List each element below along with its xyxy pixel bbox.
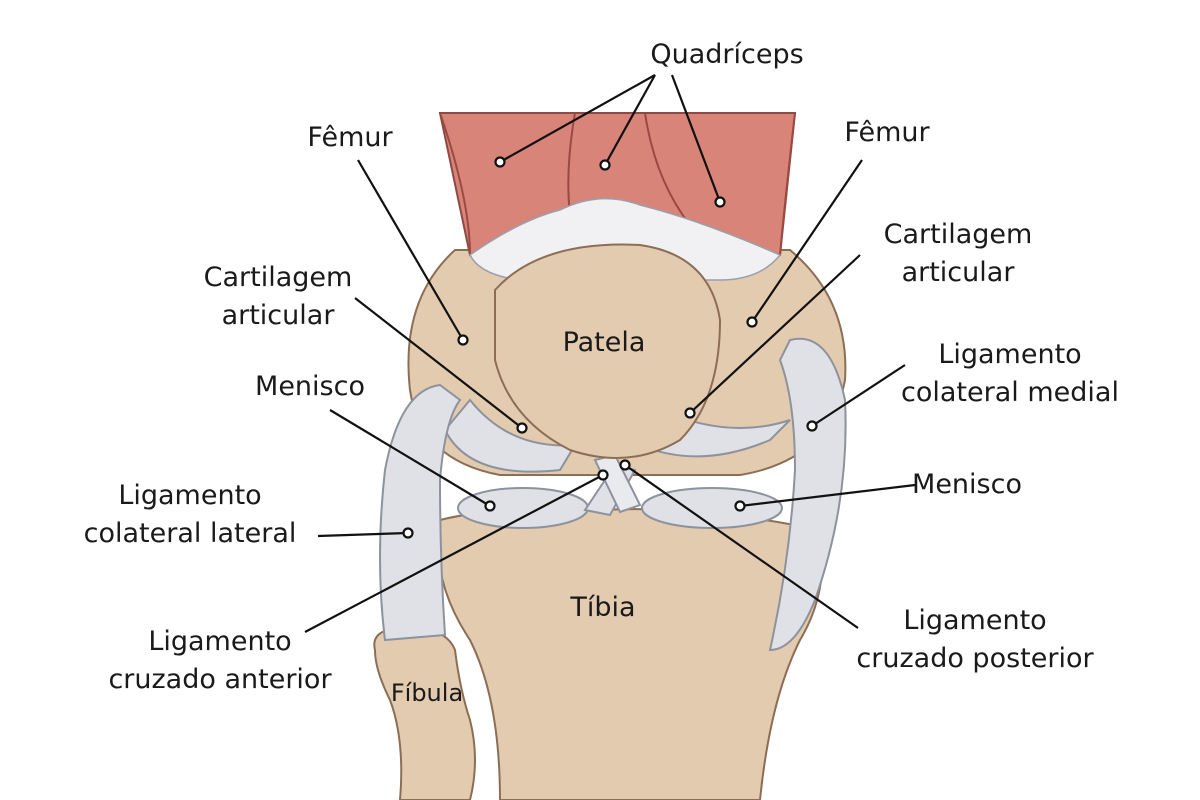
patella [494, 243, 722, 459]
label-pcl: Ligamento cruzado posterior [856, 602, 1093, 678]
label-meniscus-left: Menisco [255, 371, 365, 402]
label-fibula: Fíbula [390, 679, 464, 707]
label-line: Ligamento [148, 626, 292, 657]
label-patella: Patela [562, 327, 646, 358]
label-femur-left: Fêmur [307, 122, 393, 153]
label-line: cruzado posterior [856, 643, 1094, 674]
label-line: colateral medial [901, 377, 1119, 408]
leader-lines [304, 74, 916, 633]
fibula [373, 626, 476, 800]
lcl [379, 383, 462, 642]
label-line: Ligamento [903, 605, 1047, 636]
label-line: Ligamento [118, 480, 262, 511]
label-tibia: Tíbia [570, 592, 636, 623]
meniscus-right [641, 487, 783, 529]
label-meniscus-right: Menisco [912, 469, 1022, 500]
label-line: colateral lateral [83, 518, 297, 549]
label-mcl: Ligamento colateral medial [901, 336, 1119, 412]
label-cartilage-right: Cartilagem articular [884, 216, 1033, 292]
label-line: articular [221, 300, 335, 331]
label-line: Cartilagem [883, 219, 1033, 250]
label-lcl: Ligamento colateral lateral [84, 477, 297, 553]
tibia [437, 507, 824, 800]
label-quadriceps: Quadríceps [650, 39, 804, 70]
label-line: cruzado anterior [108, 664, 332, 695]
label-line: articular [901, 257, 1015, 288]
label-line: Cartilagem [203, 262, 353, 293]
label-acl: Ligamento cruzado anterior [108, 623, 331, 699]
label-cartilage-left: Cartilagem articular [204, 259, 353, 335]
label-femur-right: Fêmur [844, 117, 930, 148]
label-line: Ligamento [938, 339, 1082, 370]
